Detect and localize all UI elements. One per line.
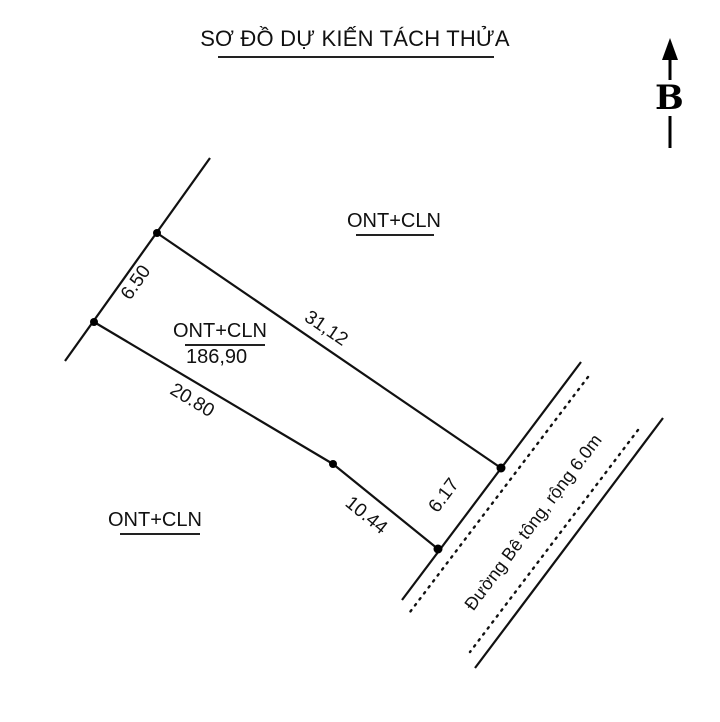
neighbor-north-label: ONT+CLN bbox=[347, 210, 441, 232]
diagram-title: SƠ ĐỒ DỰ KIẾN TÁCH THỬA bbox=[200, 26, 510, 51]
west-boundary-line bbox=[64, 157, 211, 362]
neighbor-south-underline bbox=[120, 533, 200, 535]
north-letter: B bbox=[655, 78, 684, 118]
parcel-area: 186,90 bbox=[186, 346, 248, 368]
road-outer-edge bbox=[474, 417, 664, 669]
road-outer-dotted bbox=[468, 428, 640, 654]
parcel-land-use: ONT+CLN bbox=[173, 320, 267, 342]
neighbor-south-label: ONT+CLN bbox=[108, 509, 202, 531]
parcel-fraction-line bbox=[185, 344, 265, 346]
road-inner-edge bbox=[401, 361, 582, 601]
title-underline bbox=[218, 56, 494, 58]
neighbor-north-underline bbox=[356, 234, 434, 236]
parcel-outline bbox=[93, 232, 502, 550]
parcel-vertices bbox=[90, 229, 506, 554]
